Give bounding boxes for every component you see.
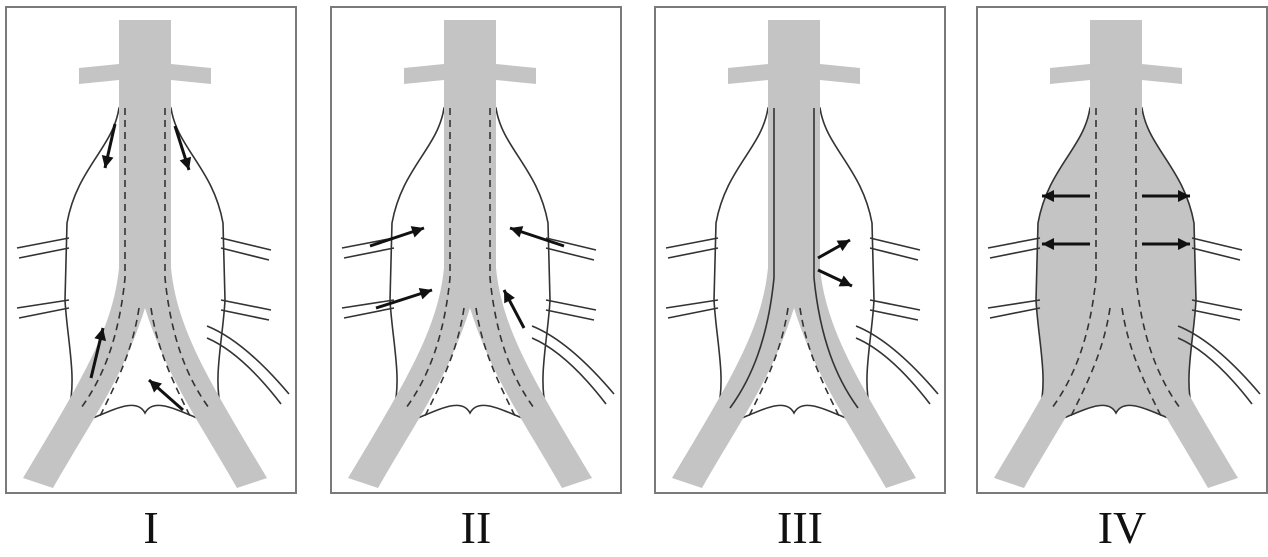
branch-artery-1-1 [990,308,1040,318]
panel-label-ii: II [330,500,622,556]
panel-label-iv: IV [976,500,1268,556]
endoleak-diagram-ii [332,8,620,492]
branch-artery-1-1 [668,308,718,318]
branch-artery-1-0 [988,300,1040,308]
stent-graft [994,20,1238,488]
branch-artery-2-0 [870,238,920,250]
panel-label-iii: III [654,500,946,556]
branch-artery-2-1 [546,248,594,260]
branch-artery-0-1 [344,248,394,258]
panel-type-ii [330,6,622,494]
branch-artery-2-0 [1192,238,1242,250]
branch-artery-1-0 [17,300,69,308]
branch-artery-1-1 [19,308,69,318]
branch-artery-2-1 [1192,248,1240,260]
stent-graft [348,20,592,488]
panel-label-i: I [5,500,297,556]
branch-artery-0-0 [17,238,69,248]
panel-type-iv [976,6,1268,494]
panel-type-i [5,6,297,494]
branch-artery-3-0 [870,300,920,310]
branch-artery-3-0 [221,300,271,310]
branch-artery-2-1 [221,248,269,260]
branch-artery-3-1 [870,310,918,320]
endoleak-diagram-i [7,8,295,492]
branch-artery-3-1 [221,310,269,320]
endoleak-diagram-iv [978,8,1266,492]
endoleak-diagram-iii [656,8,944,492]
branch-artery-2-1 [870,248,918,260]
branch-artery-0-0 [988,238,1040,248]
stent-graft [672,20,916,488]
branch-artery-0-1 [668,248,718,258]
branch-artery-3-0 [1192,300,1242,310]
branch-artery-0-1 [990,248,1040,258]
branch-artery-0-0 [666,238,718,248]
branch-artery-2-0 [221,238,271,250]
branch-artery-3-1 [546,310,594,320]
panel-type-iii [654,6,946,494]
stent-graft [23,20,267,488]
branch-artery-3-0 [546,300,596,310]
branch-artery-1-0 [666,300,718,308]
branch-artery-3-1 [1192,310,1240,320]
branch-artery-1-1 [344,308,394,318]
branch-artery-0-1 [19,248,69,258]
